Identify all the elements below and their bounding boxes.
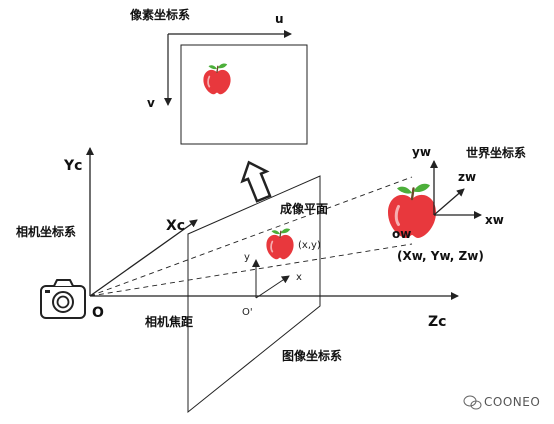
world-point-label: (Xw, Yw, Zw) xyxy=(397,249,484,263)
image-x-axis xyxy=(255,275,290,299)
camera-coord-title: 相机坐标系 xyxy=(16,224,76,239)
pixel-coord-title: 像素坐标系 xyxy=(130,7,190,22)
projection-line-lower xyxy=(89,243,413,297)
camera-xc-label: Xc xyxy=(166,218,185,234)
camera-zc-label: Zc xyxy=(428,314,446,330)
image-apple-icon xyxy=(265,227,295,261)
camera-origin-label: O xyxy=(92,305,104,321)
camera-yc-label: Yc xyxy=(63,158,82,174)
world-coord-title: 世界坐标系 xyxy=(466,145,526,160)
world-zw-label: zw xyxy=(458,170,476,184)
wechat-icon xyxy=(463,395,482,410)
focal-length-label: 相机焦距 xyxy=(145,314,193,329)
watermark-text: COONEO xyxy=(484,395,540,409)
camera-xc-axis xyxy=(89,219,198,297)
imaging-plane-label: 成像平面 xyxy=(280,201,328,216)
pixel-u-label: u xyxy=(275,12,284,26)
image-coord-title: 图像坐标系 xyxy=(282,348,342,363)
world-yw-label: yw xyxy=(412,145,431,159)
image-point-label: (x,y) xyxy=(298,240,321,251)
projection-arrow-icon xyxy=(240,160,272,203)
world-origin-label: ow xyxy=(392,227,411,241)
world-xw-label: xw xyxy=(485,213,504,227)
pixel-v-label: v xyxy=(147,96,155,110)
image-origin-label: O' xyxy=(242,307,253,318)
image-y-label: y xyxy=(244,252,250,263)
imaging-plane xyxy=(187,175,321,414)
projection-line-upper xyxy=(89,176,413,297)
camera-icon xyxy=(40,279,86,319)
image-x-label: x xyxy=(296,272,302,283)
pixel-frame xyxy=(180,44,308,145)
world-zw-axis xyxy=(433,188,465,216)
